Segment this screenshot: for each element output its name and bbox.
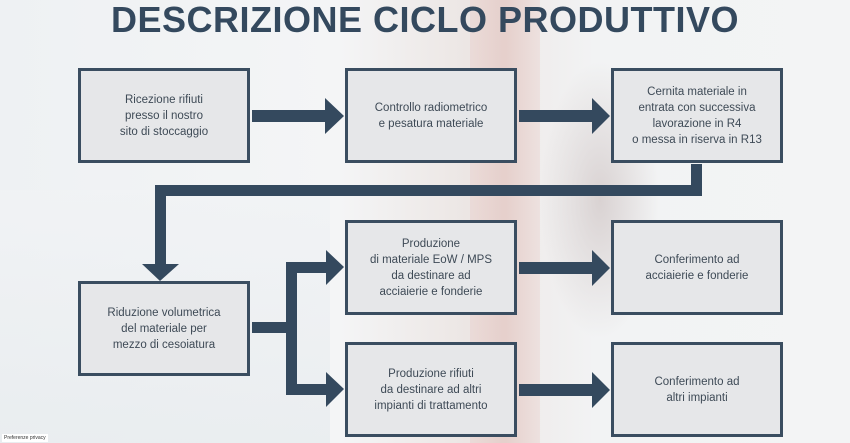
step-produzione-rifiuti: Produzione rifiuti da destinare ad altri… (345, 342, 517, 437)
page-title: DESCRIZIONE CICLO PRODUTTIVO (110, 0, 740, 40)
arrow-5-6 (519, 262, 594, 274)
arrowhead-3-4 (142, 264, 179, 281)
arrow-7-8 (519, 384, 594, 396)
step-cernita-materiale: Cernita materiale in entrata con success… (611, 68, 783, 163)
connector-3-across (155, 185, 702, 196)
step-label: Ricezione rifiuti presso il nostro sito … (119, 93, 209, 138)
arrowhead-2-3 (592, 98, 610, 134)
step-label: Produzione rifiuti da destinare ad altri… (374, 367, 488, 412)
step-label: Produzione di materiale EoW / MPS da des… (369, 237, 493, 298)
connector-3-down (691, 164, 702, 196)
step-conferimento-altri-impianti: Conferimento ad altri impianti (611, 342, 783, 437)
step-label: Conferimento ad acciaierie e fonderie (645, 253, 749, 282)
arrow-fork-7 (286, 384, 328, 395)
arrowhead-5-6 (592, 250, 610, 286)
step-label: Riduzione volumetrica del materiale per … (107, 306, 221, 351)
step-label: Cernita materiale in entrata con success… (632, 85, 762, 146)
step-conferimento-acciaierie: Conferimento ad acciaierie e fonderie (611, 220, 783, 315)
step-riduzione-volumetrica: Riduzione volumetrica del materiale per … (78, 281, 250, 376)
arrowhead-7-8 (592, 372, 610, 408)
arrow-1-2 (252, 110, 327, 122)
arrowhead-1-2 (325, 98, 344, 134)
arrowhead-fork-7 (326, 372, 344, 407)
arrow-fork-5 (286, 262, 328, 273)
arrow-2-3 (519, 110, 594, 122)
connector-fork (286, 262, 297, 395)
step-controllo-radiometrico: Controllo radiometrico e pesatura materi… (345, 68, 517, 163)
arrowhead-fork-5 (326, 250, 344, 285)
connector-4-right (252, 322, 296, 333)
step-label: Controllo radiometrico e pesatura materi… (374, 101, 488, 130)
connector-4-down (155, 185, 166, 265)
step-label: Conferimento ad altri impianti (654, 375, 740, 404)
privacy-preferences-link[interactable]: Preferenze privacy (2, 434, 48, 442)
step-produzione-eow: Produzione di materiale EoW / MPS da des… (345, 220, 517, 315)
step-ricezione-rifiuti: Ricezione rifiuti presso il nostro sito … (78, 68, 250, 163)
